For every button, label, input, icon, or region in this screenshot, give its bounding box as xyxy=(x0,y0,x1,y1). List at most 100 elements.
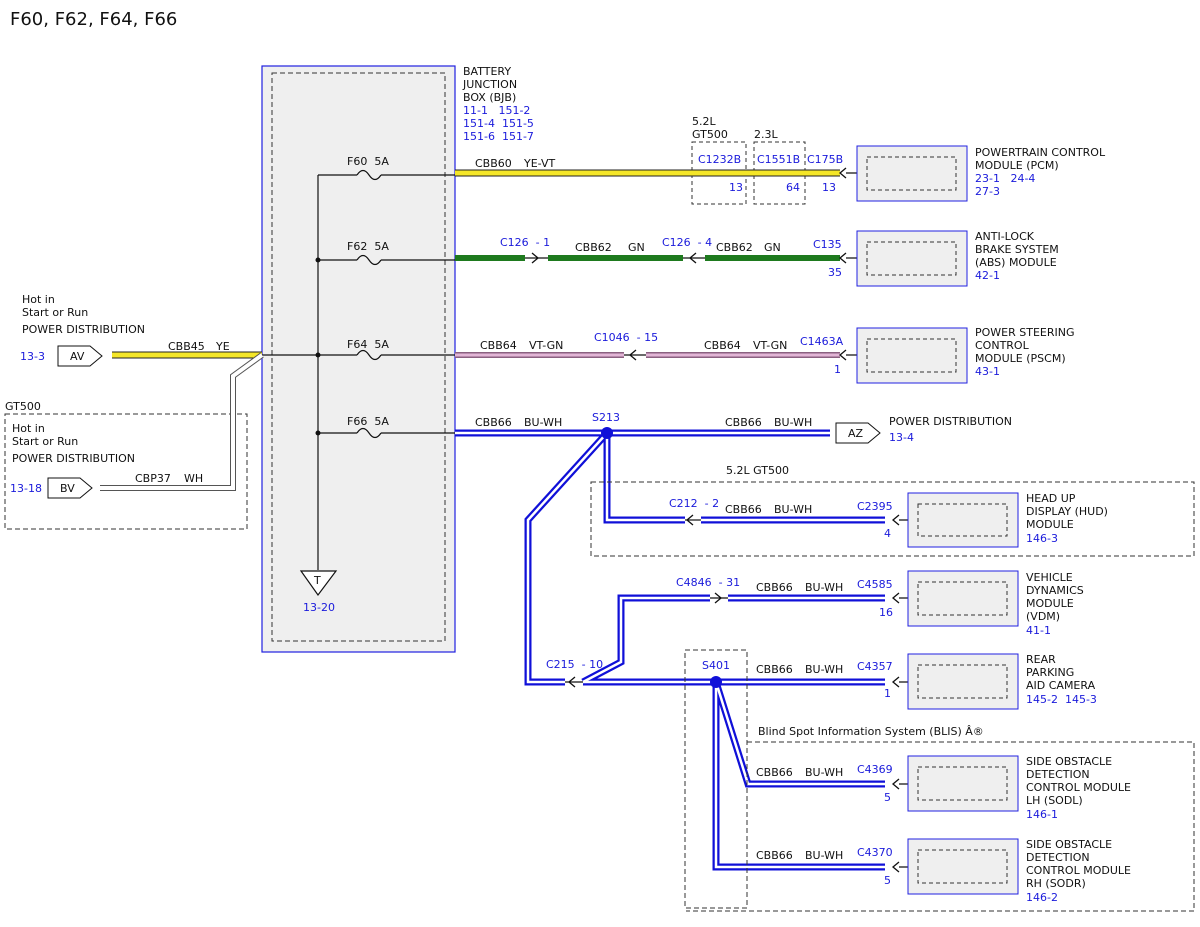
conn-c4846-31: C4846 - 31 xyxy=(676,576,740,589)
cbb66-color-az-1: BU-WH xyxy=(524,416,562,429)
ground-symbol xyxy=(299,570,338,597)
vdm-label-4: (VDM) xyxy=(1026,610,1060,623)
sodr-module-box xyxy=(907,838,1019,895)
sodl-module-box xyxy=(907,755,1019,812)
bjb-label-1: BATTERY xyxy=(463,65,511,78)
cbb66-color-vdm: BU-WH xyxy=(805,581,843,594)
cbb66-color-cam: BU-WH xyxy=(805,663,843,676)
cbb66-color-sodl: BU-WH xyxy=(805,766,843,779)
vdm-module-inner xyxy=(917,581,1008,616)
bjb-outer-box xyxy=(261,65,456,653)
az-dest-ref: 13-4 xyxy=(889,431,914,444)
conn-c212-2: C212 - 2 xyxy=(669,497,719,510)
hud-group-label: 5.2L GT500 xyxy=(726,464,789,477)
variant-52-line2: GT500 xyxy=(692,128,728,141)
conn-c4370-pin: 5 xyxy=(884,874,891,887)
av-text-3: POWER DISTRIBUTION xyxy=(22,323,145,336)
pscm-label-3: MODULE (PSCM) xyxy=(975,352,1066,365)
az-dest-label: POWER DISTRIBUTION xyxy=(889,415,1012,428)
sodl-label-2: DETECTION xyxy=(1026,768,1090,781)
c215-arrow xyxy=(567,676,576,688)
conn-c4585-pin: 16 xyxy=(879,606,893,619)
cam-label-1: REAR xyxy=(1026,653,1056,666)
cbb60-color: YE-VT xyxy=(523,157,556,170)
c126-1-arrow xyxy=(531,252,540,264)
fuse-f66-label: F66 5A xyxy=(347,415,389,428)
conn-c2395: C2395 xyxy=(857,500,893,513)
hud-module-box xyxy=(907,492,1019,548)
conn-c4585: C4585 xyxy=(857,578,893,591)
pscm-module-inner xyxy=(866,338,957,373)
conn-c135: C135 xyxy=(813,238,842,251)
pcm-module-box xyxy=(856,145,968,202)
ground-symbol-label: T xyxy=(313,574,321,587)
abs-label-1: ANTI-LOCK xyxy=(975,230,1035,243)
bjb-ref-3: 151-6 151-7 xyxy=(463,130,534,143)
sodl-label-4: LH (SODL) xyxy=(1026,794,1083,807)
conn-c4370: C4370 xyxy=(857,846,893,859)
hud-group-box xyxy=(590,481,1195,557)
cam-label-3: AID CAMERA xyxy=(1026,679,1096,692)
abs-module-inner xyxy=(866,241,957,276)
conn-c4357-pin: 1 xyxy=(884,687,891,700)
vdm-label-3: MODULE xyxy=(1026,597,1074,610)
conn-c4369: C4369 xyxy=(857,763,893,776)
hud-module-inner xyxy=(917,503,1008,537)
sodr-module-inner xyxy=(917,849,1008,884)
conn-c135-pin: 35 xyxy=(828,266,842,279)
cbb62-label-1: CBB62 xyxy=(575,241,612,254)
cbb62-label-2: CBB62 xyxy=(716,241,753,254)
sodl-label-3: CONTROL MODULE xyxy=(1026,781,1131,794)
conn-c215-10: C215 - 10 xyxy=(546,658,603,671)
variant-52-line1: 5.2L xyxy=(692,115,716,128)
fuse-f60-label: F60 5A xyxy=(347,155,389,168)
cbb64-label-2: CBB64 xyxy=(704,339,741,352)
cbb64-color-2: VT-GN xyxy=(753,339,787,352)
abs-ref-1: 42-1 xyxy=(975,269,1000,282)
cbb62-color-2: GN xyxy=(764,241,781,254)
cam-pin-arrow xyxy=(891,676,900,688)
sodr-label-1: SIDE OBSTACLE xyxy=(1026,838,1112,851)
bv-text-3: POWER DISTRIBUTION xyxy=(12,452,135,465)
abs-pin-arrow xyxy=(838,252,847,264)
splice-s401 xyxy=(710,676,722,688)
pscm-ref-1: 43-1 xyxy=(975,365,1000,378)
cbb66-color-hud: BU-WH xyxy=(774,503,812,516)
pscm-label-2: CONTROL xyxy=(975,339,1030,352)
cbb66-color-sodr: BU-WH xyxy=(805,849,843,862)
cam-ref-1: 145-2 145-3 xyxy=(1026,693,1097,706)
bjb-label-3: BOX (BJB) xyxy=(463,91,516,104)
c212-arrow xyxy=(685,514,694,526)
fuse-f62-label: F62 5A xyxy=(347,240,389,253)
conn-c2395-pin: 4 xyxy=(884,527,891,540)
vdm-ref-1: 41-1 xyxy=(1026,624,1051,637)
cbp37-wire xyxy=(100,353,264,490)
conn-c1551b: C1551B xyxy=(757,153,800,166)
bjb-ref-2: 151-4 151-5 xyxy=(463,117,534,130)
cam-module-inner xyxy=(917,664,1008,699)
hud-label-3: MODULE xyxy=(1026,518,1074,531)
cam-module-box xyxy=(907,653,1019,710)
sodr-label-4: RH (SODR) xyxy=(1026,877,1086,890)
cam-label-2: PARKING xyxy=(1026,666,1074,679)
abs-module-box xyxy=(856,230,968,287)
av-connector-tag xyxy=(57,345,103,367)
cbb66-label-vdm: CBB66 xyxy=(756,581,793,594)
fuse-f64: F64 5A xyxy=(318,338,455,361)
cbb66-label-hud: CBB66 xyxy=(725,503,762,516)
az-tag-label: AZ xyxy=(848,427,864,440)
fuse-f60: F60 5A xyxy=(318,155,455,181)
conn-c1551b-pin: 64 xyxy=(786,181,800,194)
conn-c175b: C175B xyxy=(807,153,843,166)
c1046-arrow xyxy=(628,349,637,361)
hud-ref-1: 146-3 xyxy=(1026,532,1058,545)
variant-23-label: 2.3L xyxy=(754,128,778,141)
splice-s213 xyxy=(601,427,613,439)
ground-ref: 13-20 xyxy=(303,601,335,614)
bv-text-2: Start or Run xyxy=(12,435,78,448)
conn-c1463a: C1463A xyxy=(800,335,844,348)
conn-c4357: C4357 xyxy=(857,660,893,673)
conn-c175b-pin: 13 xyxy=(822,181,836,194)
sodr-ref-1: 146-2 xyxy=(1026,891,1058,904)
